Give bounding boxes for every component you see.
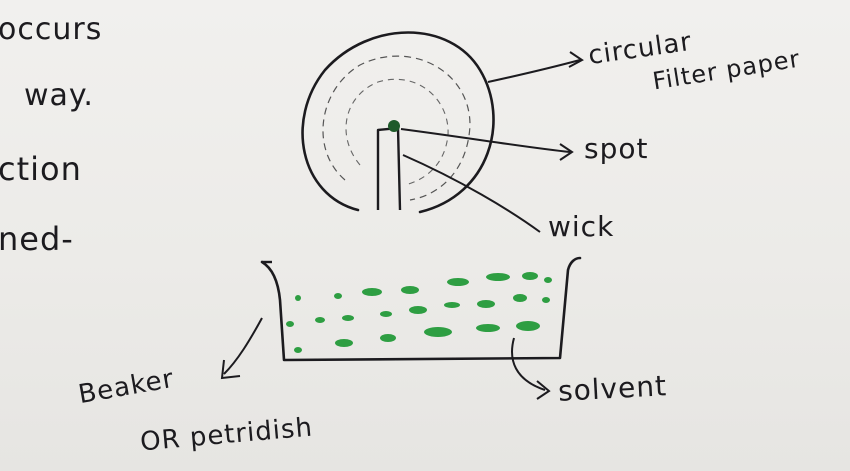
label-spot: spot <box>584 132 648 165</box>
label-solvent: solvent <box>557 369 668 408</box>
note-line-3: ction <box>0 150 82 188</box>
spot-arrow <box>401 129 570 152</box>
wick-line <box>403 155 540 232</box>
solvent-marks <box>286 272 552 353</box>
solvent-arrow <box>512 338 545 390</box>
beaker-arrow <box>224 318 262 374</box>
note-line-2: way. <box>24 78 94 113</box>
label-wick: wick <box>548 210 614 243</box>
note-line-1: occurs <box>0 12 102 47</box>
wick-slot <box>378 128 400 210</box>
note-line-4: ned- <box>0 220 74 258</box>
spot-mark <box>388 120 400 132</box>
filter-arrow <box>488 60 580 82</box>
